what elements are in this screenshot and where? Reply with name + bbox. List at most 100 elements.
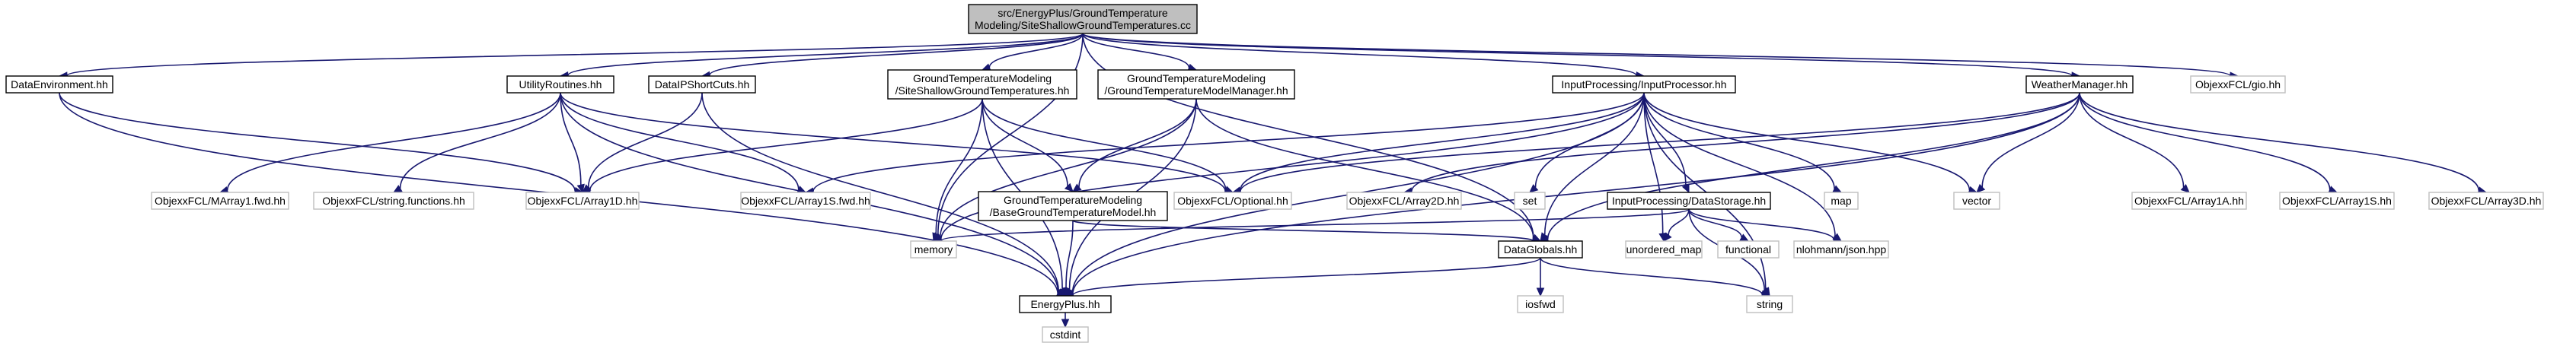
edge-gtm_mgr-to-memory (939, 98, 1197, 238)
node-box-stringfn (313, 192, 474, 210)
node-box-json (1793, 240, 1889, 259)
edge-root-to-weathermgr (1082, 33, 2073, 77)
arrowhead-weathermgr-to-array1a (2180, 184, 2190, 193)
node-label-energyplus-line-1: EnergyPlus.hh (1030, 298, 1100, 310)
edge-weathermgr-to-array3d (2079, 92, 2480, 191)
node-energyplus[interactable]: EnergyPlus.hh (1019, 295, 1112, 313)
edges-layer (58, 33, 2488, 329)
node-box-vector (1953, 192, 2000, 210)
node-box-array1d (525, 192, 640, 210)
node-basegtm[interactable]: GroundTemperatureModeling/BaseGroundTemp… (978, 191, 1168, 221)
node-box-datastorage (1607, 192, 1771, 210)
edge-utilroutines-to-stringfn (399, 92, 561, 189)
node-dataipshort[interactable]: DataIPShortCuts.hh (648, 75, 756, 94)
edge-gtm_site-to-memory (935, 98, 983, 234)
edge-datastorage-to-memory (940, 208, 1690, 242)
node-datastorage[interactable]: InputProcessing/DataStorage.hh (1607, 192, 1771, 210)
edge-root-to-gio (1082, 33, 2231, 77)
node-label-array3d-line-1: ObjexxFCL/Array3D.hh (2431, 195, 2542, 207)
node-box-set (1514, 192, 1546, 210)
node-string: string (1746, 295, 1793, 313)
node-inputproc[interactable]: InputProcessing/InputProcessor.hh (1552, 75, 1736, 94)
node-set: set (1514, 192, 1546, 210)
node-gtm-mgr[interactable]: GroundTemperatureModeling/GroundTemperat… (1097, 69, 1295, 100)
node-box-iosfwd (1517, 295, 1564, 313)
node-label-optional-line-1: ObjexxFCL/Optional.hh (1177, 195, 1288, 207)
node-array1s: ObjexxFCL/Array1S.hh (2279, 192, 2395, 210)
node-label-dataenv-line-1: DataEnvironment.hh (11, 78, 108, 90)
edge-basegtm-to-energyplus (1065, 220, 1074, 289)
node-functional: functional (1717, 240, 1780, 259)
node-dataenv[interactable]: DataEnvironment.hh (5, 75, 113, 94)
node-label-root-line-2: Modeling/SiteShallowGroundTemperatures.c… (975, 19, 1191, 31)
node-array1d: ObjexxFCL/Array1D.hh (525, 192, 640, 210)
node-box-functional (1717, 240, 1780, 259)
node-label-utilroutines-line-1: UtilityRoutines.hh (519, 78, 602, 90)
arrowhead-gtm_site-to-basegtm (1064, 183, 1074, 192)
node-box-basegtm (978, 191, 1168, 221)
edge-root-to-inputproc (1082, 33, 1637, 76)
edge-inputproc-to-string (1643, 92, 1767, 290)
edge-root-to-gtm_mgr (1082, 33, 1190, 68)
node-label-cstdint-line-1: cstdint (1050, 329, 1081, 341)
edge-inputproc-to-datastorage (1643, 92, 1687, 186)
node-box-dataglobals (1498, 240, 1583, 259)
node-label-array1a-line-1: ObjexxFCL/Array1A.hh (2134, 195, 2244, 207)
edge-datastorage-to-unordered_map (1668, 208, 1690, 236)
node-box-optional (1173, 192, 1292, 210)
node-array1sfwd: ObjexxFCL/Array1S.fwd.hh (740, 192, 871, 210)
node-label-basegtm-line-2: /BaseGroundTemperatureModel.hh (990, 206, 1157, 218)
edge-weathermgr-to-vector (1981, 92, 2080, 188)
node-label-functional-line-1: functional (1725, 243, 1771, 256)
node-dataglobals[interactable]: DataGlobals.hh (1498, 240, 1583, 259)
node-label-array1s-line-1: ObjexxFCL/Array1S.hh (2282, 195, 2392, 207)
node-box-energyplus (1019, 295, 1112, 313)
node-box-marray1fwd (151, 192, 289, 210)
node-label-memory-line-1: memory (915, 243, 953, 256)
arrowhead-utilroutines-to-array1d (576, 183, 585, 194)
node-utilroutines[interactable]: UtilityRoutines.hh (506, 75, 614, 94)
node-box-array1sfwd (740, 192, 871, 210)
node-vector: vector (1953, 192, 2000, 210)
edge-utilroutines-to-array1d (560, 92, 582, 186)
edge-weathermgr-to-array2d (1411, 92, 2080, 192)
node-box-array1s (2279, 192, 2395, 210)
node-box-cstdint (1042, 326, 1089, 343)
node-label-gtm-site-line-1: GroundTemperatureModeling (913, 72, 1052, 84)
arrowhead-energyplus-to-cstdint (1061, 319, 1070, 329)
node-weathermgr[interactable]: WeatherManager.hh (2025, 75, 2134, 94)
node-label-root-line-1: src/EnergyPlus/GroundTemperature (998, 7, 1168, 19)
edge-dataglobals-to-energyplus (1072, 257, 1541, 296)
edge-inputproc-to-json (1643, 92, 1836, 236)
nodes-layer: src/EnergyPlus/GroundTemperatureModeling… (5, 4, 2544, 343)
edge-datastorage-to-json (1688, 208, 1835, 240)
edge-gtm_site-to-optional (982, 98, 1227, 190)
node-label-dataipshort-line-1: DataIPShortCuts.hh (655, 78, 750, 90)
node-unordered-map: unordered_map (1625, 240, 1703, 259)
node-label-gtm-site-line-2: /SiteShallowGroundTemperatures.hh (895, 84, 1070, 97)
node-label-stringfn-line-1: ObjexxFCL/string.functions.hh (322, 195, 465, 207)
node-box-dataipshort (648, 75, 756, 94)
node-array1a: ObjexxFCL/Array1A.hh (2131, 192, 2247, 210)
node-gtm-site[interactable]: GroundTemperatureModeling/SiteShallowGro… (887, 69, 1077, 100)
edge-root-to-utilroutines (567, 33, 1084, 76)
arrowhead-weathermgr-to-vector (1976, 183, 1986, 193)
node-label-gio-line-1: ObjexxFCL/gio.hh (2195, 78, 2281, 90)
edge-root-to-gtm_site (988, 33, 1084, 68)
edge-gtm_mgr-to-basegtm (1078, 98, 1197, 187)
edge-root-to-dataenv (66, 33, 1084, 77)
arrowhead-datastorage-to-unordered_map (1663, 232, 1672, 242)
edge-dataenv-to-array1d (59, 92, 576, 192)
edge-weathermgr-to-energyplus (1072, 92, 2080, 295)
node-iosfwd: iosfwd (1517, 295, 1564, 313)
edge-inputproc-to-unordered_map (1643, 92, 1664, 234)
edge-dataipshort-to-array1d (587, 92, 703, 188)
node-box-utilroutines (506, 75, 614, 94)
arrowhead-inputproc-to-set (1529, 184, 1539, 193)
node-box-string (1746, 295, 1793, 313)
arrowhead-dataglobals-to-iosfwd (1536, 287, 1545, 297)
node-label-basegtm-line-1: GroundTemperatureModeling (1004, 194, 1142, 206)
node-label-marray1fwd-line-1: ObjexxFCL/MArray1.fwd.hh (155, 195, 286, 207)
node-root[interactable]: src/EnergyPlus/GroundTemperatureModeling… (968, 4, 1198, 34)
